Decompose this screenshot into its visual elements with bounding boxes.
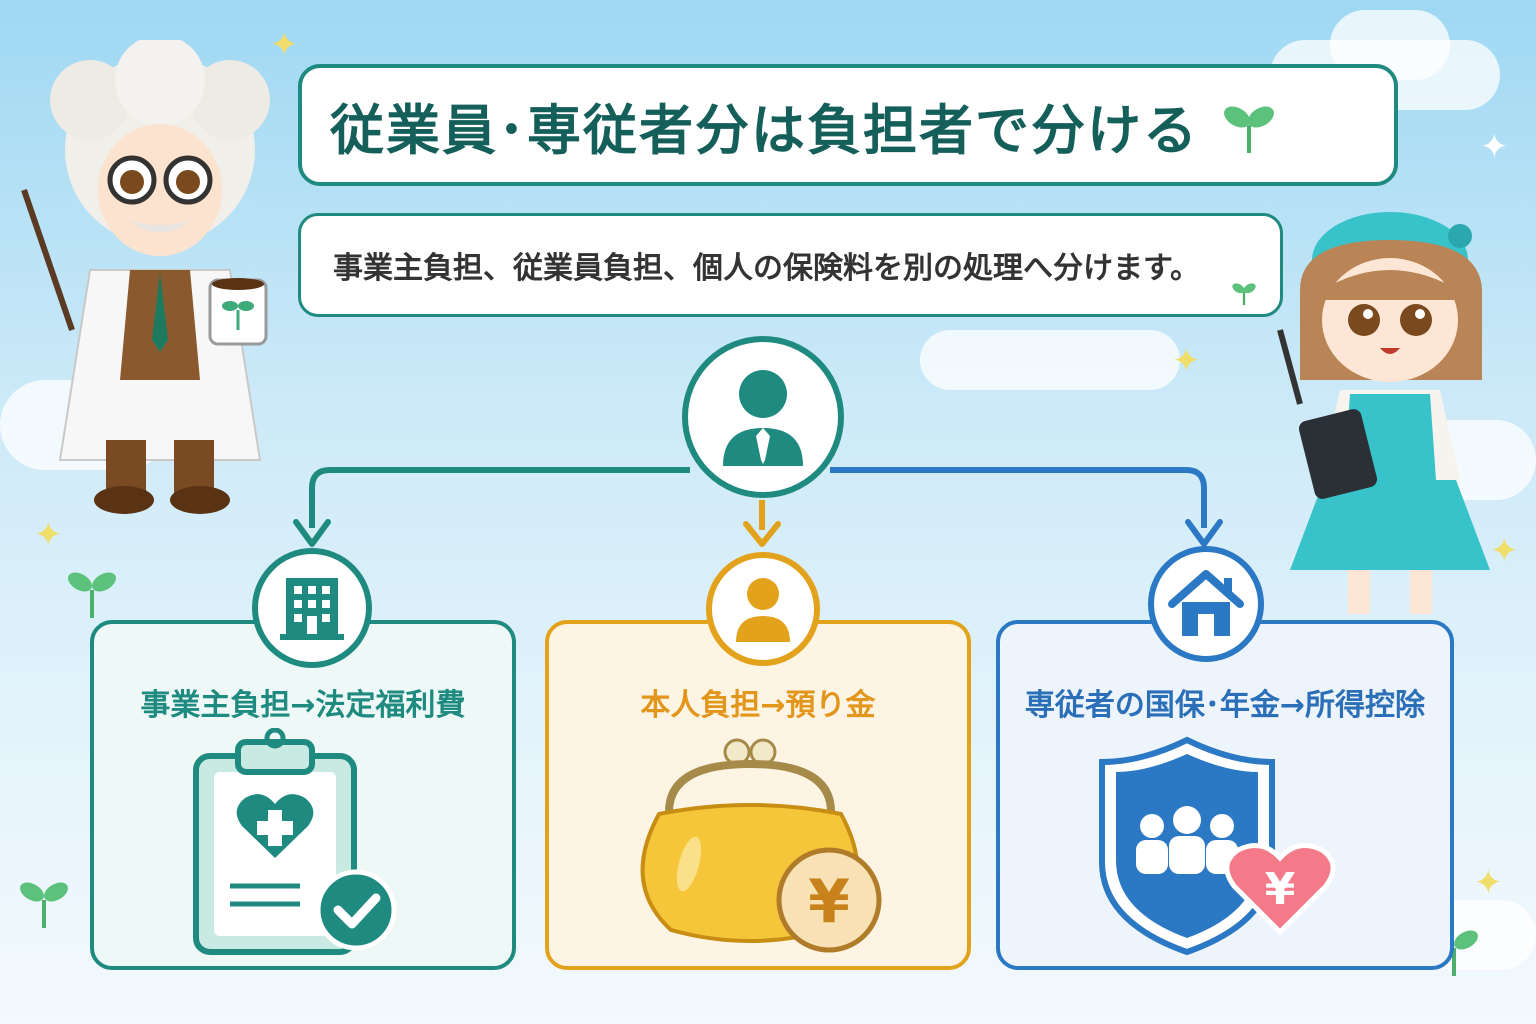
- sprout-icon: [20, 882, 68, 928]
- subtitle: 事業主負担、従業員負担、個人の保険料を別の処理へ分けます。: [333, 251, 1200, 286]
- person-circle: [682, 336, 844, 498]
- building-icon: [280, 578, 344, 640]
- branch-label: 専従者の国保･年金→所得控除: [1024, 688, 1426, 723]
- person-icon: [736, 578, 790, 642]
- branch-card-family-worker: 専従者の国保･年金→所得控除 ¥: [996, 620, 1454, 970]
- sprout-icon: [1232, 283, 1256, 306]
- branch-label: 本人負担→預り金: [640, 688, 876, 723]
- branch-card-personal: 本人負担→預り金 ¥: [545, 620, 971, 970]
- svg-text:¥: ¥: [1265, 864, 1296, 915]
- professor-character: [21, 40, 270, 514]
- sparkle-icon: ✦: [1172, 341, 1201, 381]
- title-banner: 従業員･専従者分は負担者で分ける: [298, 64, 1398, 186]
- house-circle: [1148, 546, 1264, 662]
- sparkle-icon: ✦: [1480, 127, 1509, 167]
- branch-label: 事業主負担→法定福利費: [140, 688, 466, 723]
- svg-text:¥: ¥: [808, 867, 850, 937]
- person-circle: [706, 552, 820, 666]
- clipboard-health-check-icon: [193, 728, 397, 955]
- shield-family-yen-icon: ¥: [1099, 736, 1336, 956]
- branch-card-employer: 事業主負担→法定福利費: [90, 620, 516, 970]
- sparkle-icon: ✦: [34, 515, 63, 555]
- sprout-icon: [68, 572, 116, 618]
- businessperson-icon: [723, 370, 803, 466]
- building-circle: [252, 548, 372, 668]
- girl-character: [1277, 212, 1490, 614]
- sparkle-icon: ✦: [1490, 531, 1519, 571]
- sparkle-icon: ✦: [1474, 863, 1503, 903]
- subtitle-box: 事業主負担、従業員負担、個人の保険料を別の処理へ分けます。: [298, 213, 1283, 317]
- sparkle-icon: ✦: [270, 25, 299, 65]
- coin-purse-yen-icon: ¥: [640, 738, 882, 953]
- page-title: 従業員･専従者分は負担者で分ける: [330, 98, 1199, 162]
- cloud: [920, 330, 1180, 390]
- sprout-icon: [1224, 106, 1274, 153]
- house-icon: [1168, 570, 1244, 636]
